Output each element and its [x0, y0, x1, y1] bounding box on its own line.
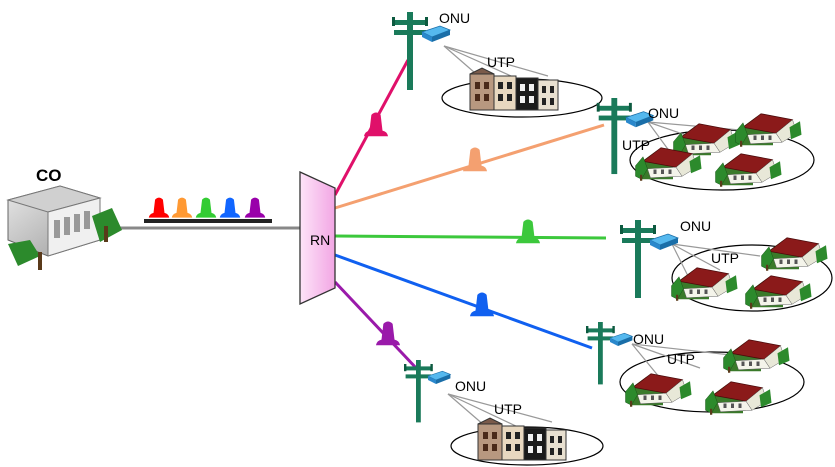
wavelength-cone-green: [196, 198, 216, 218]
utp-label: UTP: [711, 250, 739, 266]
utility-pole-icon: [586, 322, 632, 384]
branch-cone-2: [463, 148, 487, 172]
utp-label: UTP: [494, 401, 522, 417]
wavelength-cone-purple: [245, 198, 265, 218]
house-icon: [724, 340, 790, 373]
house-icon: [626, 374, 692, 407]
onu-label: ONU: [633, 331, 664, 347]
utp-label: UTP: [487, 54, 515, 70]
remote-node: RN: [300, 172, 335, 304]
rn-label: RN: [310, 232, 330, 248]
house-icon: [706, 382, 772, 415]
wavelength-cone-blue: [220, 198, 240, 218]
onu-node-3: ONU UTP: [620, 218, 832, 311]
house-icon: [762, 238, 828, 271]
apartment-building-icon: [470, 68, 558, 110]
utp-label: UTP: [622, 137, 650, 153]
wavelength-cone-orange: [172, 198, 192, 218]
onu-node-4: ONU UTP: [586, 322, 804, 415]
onu-label: ONU: [648, 105, 679, 121]
onu-label: ONU: [439, 10, 470, 26]
wavelength-set: [149, 198, 265, 218]
branch-cone-1: [364, 113, 388, 137]
branch-line-4: [335, 255, 592, 348]
onu-node-5: ONU UTP: [404, 360, 603, 465]
co-label: CO: [36, 166, 62, 185]
utility-pole-icon: [404, 360, 450, 422]
house-icon: [672, 268, 738, 301]
onu-node-1: ONU UTP: [392, 10, 602, 117]
apartment-building-icon: [478, 418, 566, 460]
branch-line-3: [335, 236, 606, 238]
onu-label: ONU: [455, 378, 486, 394]
onu-node-2: ONU UTP: [597, 98, 814, 190]
feeder-base-bar: [144, 219, 272, 223]
utp-label: UTP: [667, 351, 695, 367]
onu-label: ONU: [680, 218, 711, 234]
house-icon: [716, 154, 782, 187]
house-icon: [736, 114, 802, 147]
utility-pole-icon: [620, 220, 678, 298]
branch-cone-3: [516, 220, 540, 244]
branch-cone-5: [376, 322, 400, 346]
branch-line-5: [335, 282, 418, 370]
wavelength-cone-red: [149, 198, 169, 218]
central-office: [8, 186, 122, 270]
